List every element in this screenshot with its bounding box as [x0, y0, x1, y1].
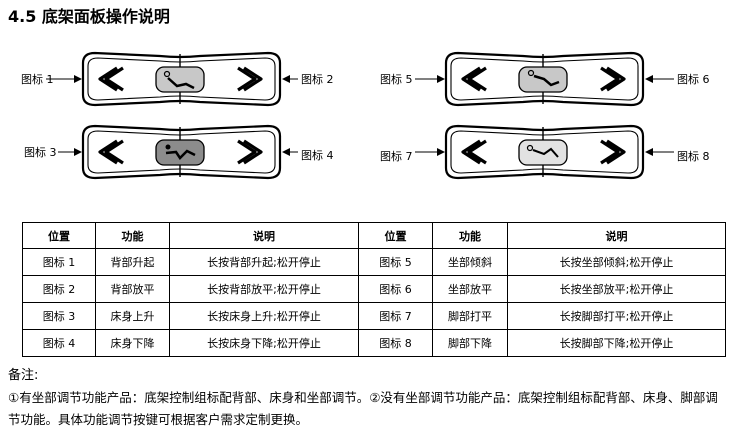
table-row: 图标 2 背部放平 长按背部放平;松开停止 图标 6 坐部放平 长按坐部放平;松… — [22, 275, 726, 303]
header-description: 说明 — [169, 222, 359, 249]
table-cell: 图标 6 — [358, 275, 433, 303]
leg-raise-icon — [518, 139, 568, 166]
table-cell: 长按床身下降;松开停止 — [169, 329, 359, 357]
table-cell: 脚部下降 — [432, 329, 508, 357]
table-cell: 图标 8 — [358, 329, 433, 357]
icon-label-1: 图标 1 — [21, 72, 54, 86]
control-panel-4: 图标 7 图标 8 — [380, 124, 710, 180]
left-chevron-button-1[interactable] — [98, 66, 124, 92]
icon-label-2: 图标 2 — [301, 72, 334, 86]
icon-label-6: 图标 6 — [677, 72, 710, 86]
control-panel-1: 图标 1 图标 2 — [21, 51, 334, 107]
table-cell: 图标 7 — [358, 302, 433, 330]
table-cell: 背部放平 — [95, 275, 170, 303]
table-cell: 脚部打平 — [432, 302, 508, 330]
notes-title: 备注: — [8, 368, 39, 383]
table-cell: 长按坐部放平;松开停止 — [507, 275, 726, 303]
icon-label-5: 图标 5 — [380, 72, 413, 86]
notes-body: ①有坐部调节功能产品：底架控制组标配背部、床身和坐部调节。②没有坐部调节功能产品… — [8, 390, 718, 427]
right-chevron-button-6[interactable] — [600, 66, 626, 92]
icon-label-7: 图标 7 — [380, 149, 413, 163]
table-cell: 床身上升 — [95, 302, 170, 330]
seat-tilt-icon — [518, 66, 568, 93]
table-row: 图标 1 背部升起 长按背部升起;松开停止 图标 5 坐部倾斜 长按坐部倾斜;松… — [22, 248, 726, 276]
control-panel-3: 图标 5 图标 6 — [380, 51, 710, 107]
bed-lift-icon — [155, 139, 205, 166]
operation-table: 位置 功能 说明 位置 功能 说明 图标 1 背部升起 长按背部升起;松开停止 … — [22, 222, 726, 357]
table-cell: 图标 1 — [22, 248, 96, 276]
icon-label-4: 图标 4 — [301, 148, 334, 162]
table-row: 图标 3 床身上升 长按床身上升;松开停止 图标 7 脚部打平 长按脚部打平;松… — [22, 302, 726, 330]
table-cell: 长按坐部倾斜;松开停止 — [507, 248, 726, 276]
table-cell: 长按脚部打平;松开停止 — [507, 302, 726, 330]
header-position: 位置 — [22, 222, 96, 249]
right-chevron-button-8[interactable] — [600, 139, 626, 165]
table-cell: 图标 2 — [22, 275, 96, 303]
back-raise-icon — [155, 66, 205, 93]
table-cell: 背部升起 — [95, 248, 170, 276]
left-chevron-button-7[interactable] — [461, 139, 487, 165]
table-cell: 长按脚部下降;松开停止 — [507, 329, 726, 357]
section-heading: 4.5 底架面板操作说明 — [8, 7, 170, 26]
table-cell: 长按床身上升;松开停止 — [169, 302, 359, 330]
icon-label-3: 图标 3 — [24, 145, 57, 159]
table-row: 图标 4 床身下降 长按床身下降;松开停止 图标 8 脚部下降 长按脚部下降;松… — [22, 329, 726, 357]
table-cell: 坐部倾斜 — [432, 248, 508, 276]
control-panels-figure: 图标 1 图标 2 图标 3 图标 4 — [21, 51, 710, 180]
header-function: 功能 — [432, 222, 508, 249]
table-cell: 坐部放平 — [432, 275, 508, 303]
table-cell: 床身下降 — [95, 329, 170, 357]
table-header-row: 位置 功能 说明 位置 功能 说明 — [22, 222, 726, 249]
right-chevron-button-4[interactable] — [237, 139, 263, 165]
table-cell: 图标 5 — [358, 248, 433, 276]
table-cell: 图标 4 — [22, 329, 96, 357]
header-function: 功能 — [95, 222, 170, 249]
table-cell: 图标 3 — [22, 302, 96, 330]
header-description: 说明 — [507, 222, 726, 249]
left-chevron-button-3[interactable] — [98, 139, 124, 165]
icon-label-8: 图标 8 — [677, 149, 710, 163]
table-cell: 长按背部升起;松开停止 — [169, 248, 359, 276]
right-chevron-button-1[interactable] — [237, 66, 263, 92]
header-position: 位置 — [358, 222, 433, 249]
table-cell: 长按背部放平;松开停止 — [169, 275, 359, 303]
control-panel-2: 图标 3 图标 4 — [24, 124, 334, 180]
left-chevron-button-5[interactable] — [461, 66, 487, 92]
